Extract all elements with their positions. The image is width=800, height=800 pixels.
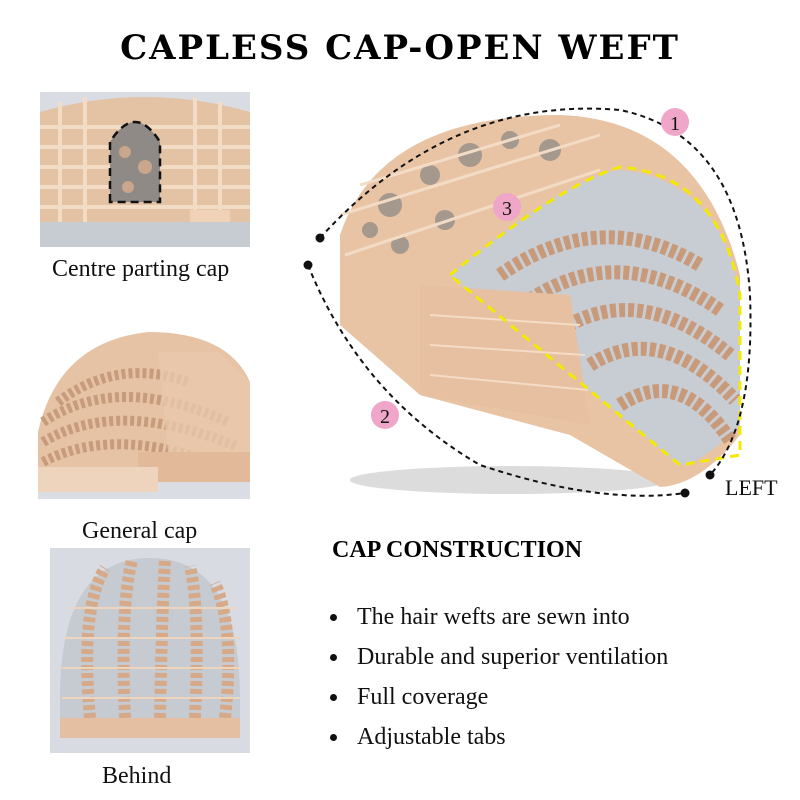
caption-behind: Behind bbox=[102, 763, 172, 789]
feature-text: Adjustable tabs bbox=[357, 724, 506, 750]
marker-2: 2 bbox=[371, 401, 399, 429]
centre-parting-cap-photo bbox=[40, 92, 250, 247]
caption-general-cap: General cap bbox=[82, 518, 198, 544]
outline-bottom bbox=[307, 264, 686, 497]
marker-3: 3 bbox=[493, 193, 521, 221]
bullet-icon bbox=[330, 693, 337, 701]
feature-text: The hair wefts are sewn into bbox=[357, 604, 630, 630]
feature-item: The hair wefts are sewn into bbox=[330, 597, 668, 637]
bullet-icon bbox=[330, 733, 337, 741]
caption-centre-parting-cap: Centre parting cap bbox=[52, 256, 230, 282]
general-cap-photo bbox=[38, 322, 250, 499]
marker-1: 1 bbox=[661, 108, 689, 136]
cap-construction-heading: CAP CONSTRUCTION bbox=[332, 537, 583, 563]
cap-diagram: 1 2 3 LEFT bbox=[300, 95, 800, 515]
cap-shadow bbox=[350, 466, 670, 494]
outline-top bbox=[319, 107, 752, 476]
side-label-left: LEFT bbox=[725, 475, 778, 500]
feature-text: Durable and superior ventilation bbox=[357, 644, 669, 670]
bullet-icon bbox=[330, 613, 337, 621]
marker-3-label: 3 bbox=[502, 198, 512, 220]
feature-item: Full coverage bbox=[330, 677, 668, 717]
feature-item: Durable and superior ventilation bbox=[330, 637, 668, 677]
marker-1-label: 1 bbox=[670, 113, 680, 135]
bullet-icon bbox=[330, 653, 337, 661]
feature-item: Adjustable tabs bbox=[330, 717, 668, 757]
weft-highlight bbox=[447, 165, 742, 467]
ear-tab bbox=[420, 285, 590, 425]
marker-2-label: 2 bbox=[380, 406, 390, 428]
feature-list: The hair wefts are sewn into Durable and… bbox=[330, 597, 668, 757]
behind-cap-photo bbox=[50, 548, 250, 753]
feature-text: Full coverage bbox=[357, 684, 489, 710]
page-title: CAPLESS CAP-OPEN WEFT bbox=[120, 28, 680, 68]
